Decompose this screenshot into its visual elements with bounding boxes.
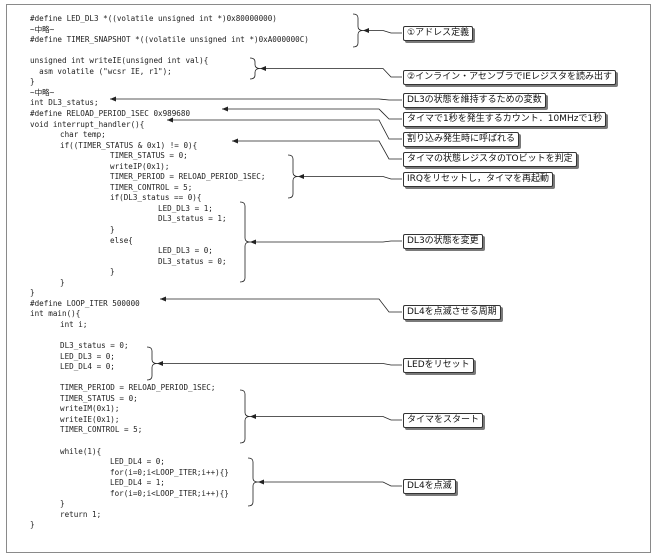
code-line: writeIE(0x1); bbox=[60, 414, 120, 424]
connector-dl3-status-var-line bbox=[110, 98, 402, 101]
annotation-dl3-status-var: DL3の状態を維持するための変数 bbox=[403, 93, 546, 108]
connector-dl3-toggle-arrowhead bbox=[250, 239, 256, 245]
connector-dl3-status-var-arrowhead bbox=[110, 96, 116, 102]
code-line: for(i=0;i<LOOP_ITER;i++){} bbox=[110, 467, 229, 477]
connector-dl3-toggle-brace bbox=[239, 201, 251, 283]
code-line: int DL3_status; bbox=[30, 98, 99, 108]
code-line: } bbox=[60, 499, 65, 509]
connector-timer-count-arrowhead bbox=[222, 106, 228, 112]
annotation-irq-reset: IRQをリセットし，タイマを再起動 bbox=[403, 172, 553, 187]
annotation-dl4-blink: DL4を点滅 bbox=[403, 479, 456, 494]
figure-frame bbox=[6, 4, 651, 553]
code-line: if(DL3_status == 0){ bbox=[110, 193, 202, 203]
annotation-timer-count: タイマで1秒を発生するカウント．10MHzで1秒 bbox=[403, 112, 607, 127]
connector-irq-reset-arrowhead bbox=[298, 174, 304, 179]
code-line: } bbox=[60, 277, 65, 287]
connector-dl4-blink-line bbox=[258, 481, 402, 487]
connector-led-reset-arrowhead bbox=[157, 361, 163, 366]
code-line: TIMER_STATUS = 0; bbox=[60, 393, 138, 403]
code-line: LED_DL3 = 1; bbox=[158, 203, 213, 213]
code-line: DL3_status = 0; bbox=[158, 256, 227, 266]
code-line: } bbox=[30, 288, 35, 298]
annotation-inline-asm: ②インライン・アセンブラでIEレジスタを読み出す bbox=[403, 70, 616, 85]
connector-dl3-toggle-line bbox=[250, 240, 402, 243]
code-line: TIMER_CONTROL = 5; bbox=[110, 182, 193, 192]
code-line: DL3_status = 0; bbox=[60, 341, 129, 351]
code-line: } bbox=[110, 225, 115, 234]
code-line: } bbox=[30, 77, 35, 87]
code-line: } bbox=[110, 267, 115, 277]
annotation-dl3-toggle: DL3の状態を変更 bbox=[403, 234, 483, 249]
annotation-address-define: ①アドレス定義 bbox=[403, 26, 474, 41]
connector-timer-start-line bbox=[250, 416, 402, 421]
code-line: DL3_status = 1; bbox=[158, 214, 227, 224]
code-line: for(i=0;i<LOOP_ITER;i++){} bbox=[110, 488, 229, 498]
code-line: unsigned int writeIE(unsigned int val){ bbox=[30, 56, 209, 66]
connector-timer-status-check-arrowhead bbox=[232, 138, 238, 144]
annotation-timer-start: タイマをスタート bbox=[403, 413, 484, 428]
annotation-interrupt-called: 割り込み発生時に呼ばれる bbox=[403, 132, 520, 147]
code-line: ~中略~ bbox=[30, 87, 55, 97]
connector-irq-reset-brace bbox=[287, 154, 299, 199]
connector-dl4-period-line bbox=[160, 298, 402, 313]
code-line: ~中略~ bbox=[30, 24, 55, 34]
connector-inline-asm-arrowhead bbox=[260, 66, 266, 71]
connector-dl4-blink-brace bbox=[247, 457, 259, 507]
connector-irq-reset-line bbox=[298, 176, 402, 180]
code-line: #define RELOAD_PERIOD_1SEC 0x989680 bbox=[30, 108, 191, 118]
code-line: return 1; bbox=[60, 509, 102, 519]
connector-led-reset-line bbox=[157, 363, 402, 366]
code-line: LED_DL4 = 0; bbox=[110, 457, 165, 467]
code-line: TIMER_PERIOD = RELOAD_PERIOD_1SEC; bbox=[60, 383, 216, 393]
connector-inline-asm-brace bbox=[249, 57, 261, 80]
code-line: LED_DL3 = 0; bbox=[60, 351, 115, 361]
annotation-led-reset: LEDをリセット bbox=[403, 358, 474, 373]
code-line: while(1){ bbox=[60, 446, 102, 456]
connector-timer-start-brace bbox=[239, 389, 251, 444]
connector-address-define-line bbox=[363, 30, 402, 34]
connector-led-reset-brace bbox=[146, 346, 158, 381]
code-line: asm volatile ("wcsr IE, r1"); bbox=[30, 66, 172, 76]
code-line: if((TIMER_STATUS & 0x1) != 0){ bbox=[60, 140, 198, 150]
connector-timer-start-arrowhead bbox=[250, 414, 256, 419]
code-line: writeIP(0x1); bbox=[110, 161, 170, 171]
connector-timer-count-line bbox=[222, 108, 402, 120]
code-line: void interrupt_handler(){ bbox=[30, 119, 145, 129]
connector-dl4-blink-arrowhead bbox=[258, 479, 264, 485]
connector-dl4-period-arrowhead bbox=[160, 296, 166, 302]
code-line: LED_DL3 = 0; bbox=[158, 246, 213, 256]
code-line: TIMER_CONTROL = 5; bbox=[60, 425, 143, 435]
code-line: LED_DL4 = 0; bbox=[60, 362, 115, 372]
connector-address-define-brace bbox=[352, 13, 364, 48]
code-line: #define LOOP_ITER 500000 bbox=[30, 298, 140, 308]
annotation-dl4-period: DL4を点滅させる周期 bbox=[403, 305, 501, 320]
code-line: int i; bbox=[60, 319, 88, 329]
code-line: else{ bbox=[110, 235, 133, 245]
connector-interrupt-called-arrowhead bbox=[167, 117, 173, 123]
code-line: #define LED_DL3 *((volatile unsigned int… bbox=[30, 14, 277, 23]
code-line: TIMER_STATUS = 0; bbox=[110, 151, 188, 161]
code-line: TIMER_PERIOD = RELOAD_PERIOD_1SEC; bbox=[110, 172, 266, 182]
code-line: LED_DL4 = 1; bbox=[110, 478, 165, 488]
code-line: int main(){ bbox=[30, 309, 81, 319]
code-line: writeIM(0x1); bbox=[60, 404, 120, 414]
connector-address-define-arrowhead bbox=[363, 28, 369, 33]
code-line: } bbox=[30, 520, 35, 530]
code-line: #define TIMER_SNAPSHOT *((volatile unsig… bbox=[30, 35, 309, 45]
connector-interrupt-called-line bbox=[167, 119, 402, 140]
annotation-timer-status-check: タイマの状態レジスタのTOビットを判定 bbox=[403, 152, 577, 167]
connector-inline-asm-line bbox=[260, 68, 402, 78]
code-line: char temp; bbox=[60, 130, 106, 140]
connector-timer-status-check-line bbox=[232, 140, 402, 160]
